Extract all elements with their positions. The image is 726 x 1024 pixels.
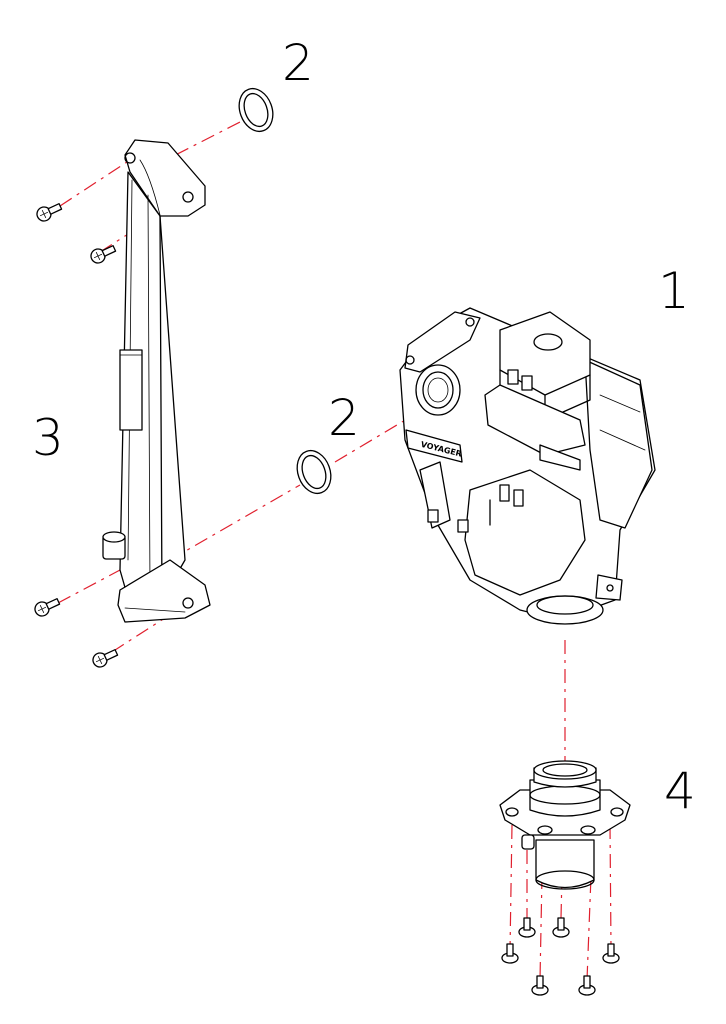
screw bbox=[34, 598, 61, 617]
guide-line bbox=[539, 874, 543, 981]
guide-line bbox=[509, 824, 513, 951]
screw bbox=[92, 649, 119, 668]
screw bbox=[578, 975, 596, 996]
screw bbox=[501, 943, 519, 964]
screw bbox=[552, 917, 570, 938]
o-ring-middle bbox=[296, 449, 332, 495]
guide-line bbox=[59, 159, 131, 207]
screw bbox=[36, 203, 63, 222]
valve-inlet-fitting bbox=[499, 760, 631, 890]
callout-3: 3 bbox=[32, 409, 64, 467]
gas-valve-assembly: VOYAGER bbox=[399, 307, 656, 625]
screw bbox=[90, 245, 117, 264]
callout-2-middle: 2 bbox=[328, 389, 360, 447]
manifold-screws bbox=[34, 203, 119, 668]
screw bbox=[531, 975, 549, 996]
guide-line bbox=[169, 484, 301, 561]
guide-line bbox=[149, 121, 241, 169]
callout-2-top: 2 bbox=[282, 34, 314, 92]
screw bbox=[518, 917, 536, 938]
guide-line bbox=[57, 569, 121, 604]
screw bbox=[602, 943, 620, 964]
callout-1: 1 bbox=[658, 262, 690, 320]
fitting-screws bbox=[501, 917, 620, 996]
callout-labels: 1 2 2 3 4 bbox=[32, 34, 696, 820]
guide-line bbox=[609, 824, 612, 949]
gas-manifold-pipe bbox=[102, 139, 211, 623]
callout-4: 4 bbox=[664, 762, 696, 820]
o-ring-top bbox=[238, 87, 274, 133]
